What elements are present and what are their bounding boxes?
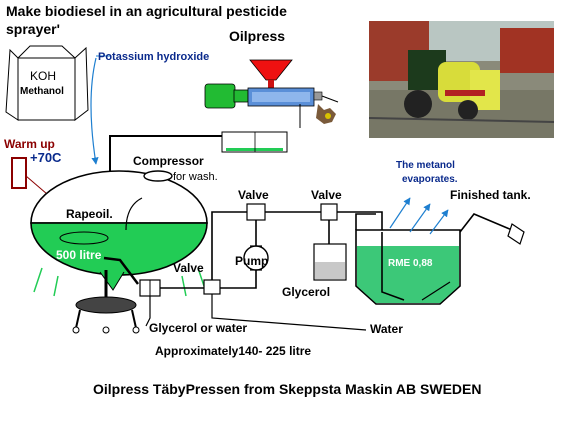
oil-pipe [109, 135, 222, 174]
glycerol-label: Glycerol [282, 285, 331, 299]
pump-label: Pump [235, 254, 269, 268]
water-pipe [211, 294, 367, 331]
methanol-label: Methanol [20, 86, 64, 97]
temperature-label: +70C [30, 150, 62, 165]
valve-box-4 [320, 203, 338, 221]
wash-label: for wash. [173, 171, 218, 183]
footer-caption: Oilpress TäbyPressen from Skeppsta Maski… [93, 381, 482, 397]
oilpress-label: Oilpress [229, 28, 286, 44]
potassium-label: Potassium hydroxide [98, 51, 210, 63]
evap-arrow-1 [389, 197, 411, 229]
finished-tank-label: Finished tank. [450, 188, 531, 202]
valve-box-3 [246, 203, 266, 221]
tank-outlet [103, 256, 139, 285]
warmup-label: Warm up [4, 137, 55, 151]
rme-label: RME 0,88 [388, 258, 433, 269]
metanol-note-line2: evaporates. [402, 174, 458, 185]
volume-label: 500 litre [56, 248, 102, 262]
glycerol-water-label: Glycerol or water [149, 321, 248, 335]
glycerol-container [313, 243, 347, 281]
pipe-b [220, 270, 257, 289]
valve-box-2 [203, 279, 221, 295]
pipe-f [337, 211, 383, 232]
potassium-arrow [90, 57, 99, 165]
water-label: Water [370, 322, 403, 336]
valve-label-1: Valve [238, 188, 269, 202]
title-line1: Make biodiesel in an agricultural pestic… [6, 3, 287, 19]
approx-volume-label: Approximately140- 225 litre [155, 344, 312, 358]
oilpress-machine-icon [204, 59, 339, 153]
koh-bag-icon [5, 45, 89, 122]
evap-arrow-2 [409, 203, 431, 233]
koh-label: KOH [30, 69, 57, 83]
finished-tank [355, 213, 525, 305]
rapeoil-label: Rapeoil. [66, 207, 113, 221]
valve-label-2: Valve [311, 188, 342, 202]
compressor-label: Compressor [133, 154, 204, 168]
evap-arrow-3 [429, 209, 449, 235]
valve-label-3: Valve [173, 261, 204, 275]
metanol-note-line1: The metanol [396, 160, 455, 171]
compressor-icon [143, 170, 173, 182]
glycerol-pipe [145, 296, 151, 327]
rapeoil-tank [30, 170, 208, 334]
heater-box [11, 157, 27, 189]
compressor-hose [125, 197, 143, 231]
pipe-c [211, 211, 247, 280]
title-line2: sprayer' [6, 21, 60, 37]
tractor-photo [368, 21, 555, 138]
